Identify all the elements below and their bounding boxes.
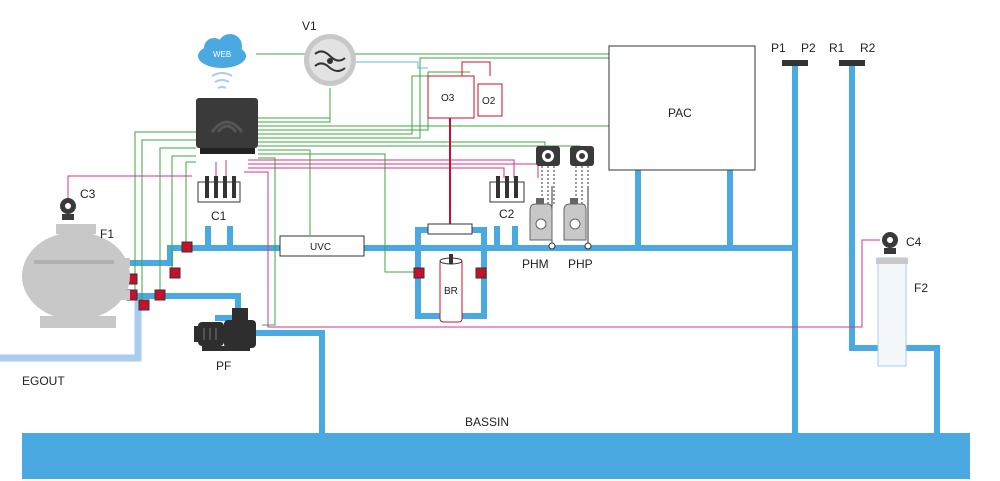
pf-pump [194, 308, 256, 351]
controller-unit [196, 98, 258, 154]
label-v1: V1 [302, 19, 317, 33]
label-pf: PF [216, 359, 231, 373]
chemical-can-php [563, 198, 587, 241]
web-cloud: WEB [198, 34, 246, 89]
peristaltic-pump-php [570, 146, 594, 166]
chemical-can-phm [529, 198, 553, 241]
label-web: WEB [213, 50, 231, 59]
sensor-wires [67, 159, 880, 328]
label-r2: R2 [860, 41, 876, 55]
valve-icon [314, 50, 346, 72]
label-o3: O3 [441, 93, 455, 104]
label-f1: F1 [100, 227, 114, 241]
drain-pipe [0, 298, 142, 362]
f2-cartridge-filter [876, 257, 908, 367]
o3-generator [427, 75, 475, 119]
label-phm: PHM [522, 257, 549, 271]
label-pac: PAC [668, 106, 692, 120]
label-r1: R1 [829, 41, 845, 55]
sensor-c4 [882, 232, 898, 254]
label-br: BR [444, 286, 458, 297]
peristaltic-pump-phm [536, 146, 560, 166]
label-c4: C4 [906, 235, 922, 249]
injector-phm [548, 242, 556, 250]
v1-valve [304, 34, 356, 86]
pac-heat-pump [608, 45, 756, 171]
valve-signal-line [356, 61, 428, 69]
pump-icon [198, 322, 224, 346]
f1-sand-filter [22, 224, 130, 328]
br-reactor [439, 254, 463, 323]
label-c1: C1 [211, 209, 227, 223]
pool-basin [22, 433, 970, 479]
o2-connector [461, 61, 491, 76]
fitting-r [839, 60, 865, 66]
label-c2: C2 [499, 207, 515, 221]
uvc-lamp [279, 235, 365, 257]
flow-switches [126, 241, 487, 311]
o2-generator [477, 83, 503, 117]
sensor-c3 [60, 198, 76, 220]
label-egout: EGOUT [22, 374, 65, 388]
label-p1: P1 [771, 41, 786, 55]
dosing-lines [541, 166, 589, 204]
ozone-injector [427, 223, 473, 235]
water-pipes [128, 62, 940, 433]
label-bassin: BASSIN [465, 415, 509, 429]
label-c3: C3 [80, 187, 96, 201]
injector-php [584, 242, 592, 250]
probe-holder-c2 [489, 176, 525, 203]
label-p2: P2 [801, 41, 816, 55]
wifi-icon [211, 72, 233, 89]
label-o2: O2 [482, 96, 496, 107]
probe-holder-c1 [197, 176, 241, 203]
label-php: PHP [568, 257, 593, 271]
label-f2: F2 [914, 281, 928, 295]
label-uvc: UVC [310, 242, 331, 253]
fitting-p [782, 60, 808, 66]
